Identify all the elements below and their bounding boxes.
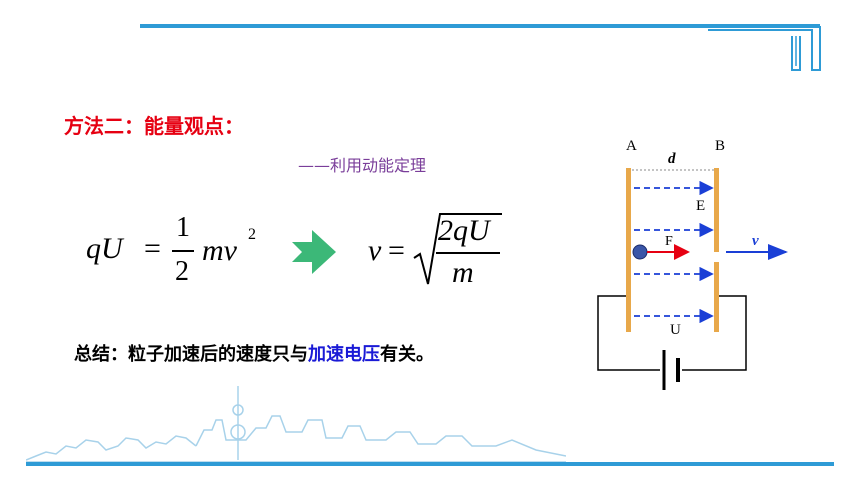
subtitle-theorem: ——利用动能定理 (298, 156, 427, 175)
sqrt-sign (413, 213, 502, 285)
summary-prefix: 总结：粒子加速后的速度只与 (74, 344, 308, 365)
city-skyline-decoration (26, 386, 566, 463)
formula-right-equals: = (388, 234, 405, 267)
label-field-E: E (696, 198, 706, 214)
summary-text: 总结：粒子加速后的速度只与加速电压有关。 (74, 340, 434, 366)
sqrt-denominator: m (452, 256, 474, 289)
fraction-denominator: 2 (175, 256, 189, 287)
formula-mv: mv (202, 234, 237, 268)
label-plate-B: B (715, 138, 726, 154)
capacitor-circuit-diagram (597, 168, 788, 390)
summary-suffix: 有关。 (380, 344, 434, 365)
corner-decoration (708, 26, 821, 71)
formula-q: q (86, 232, 101, 265)
formula-exponent: 2 (248, 226, 256, 243)
label-velocity-v: v (752, 233, 759, 249)
formula-right-v: v (368, 234, 382, 267)
formula-U: U (101, 232, 123, 265)
formula-v: v (223, 234, 237, 267)
formula-kinetic-energy: qU (86, 232, 123, 266)
top-rule (140, 24, 820, 28)
summary-highlight: 加速电压 (308, 344, 380, 365)
label-plate-A: A (626, 138, 637, 154)
sqrt-numerator: 2qU (438, 214, 490, 247)
formula-m: m (202, 234, 224, 267)
fraction-bar (172, 250, 194, 252)
label-distance-d: d (668, 151, 676, 167)
implies-arrow-icon (292, 230, 336, 274)
fraction-numerator: 1 (176, 212, 190, 243)
label-force-F: F (665, 234, 673, 249)
sqrt-fraction-bar (436, 252, 500, 254)
label-voltage-U: U (670, 322, 681, 338)
bottom-rule (26, 462, 834, 466)
method-heading: 方法二：能量观点： (64, 114, 244, 138)
formula-equals: = (144, 232, 161, 265)
